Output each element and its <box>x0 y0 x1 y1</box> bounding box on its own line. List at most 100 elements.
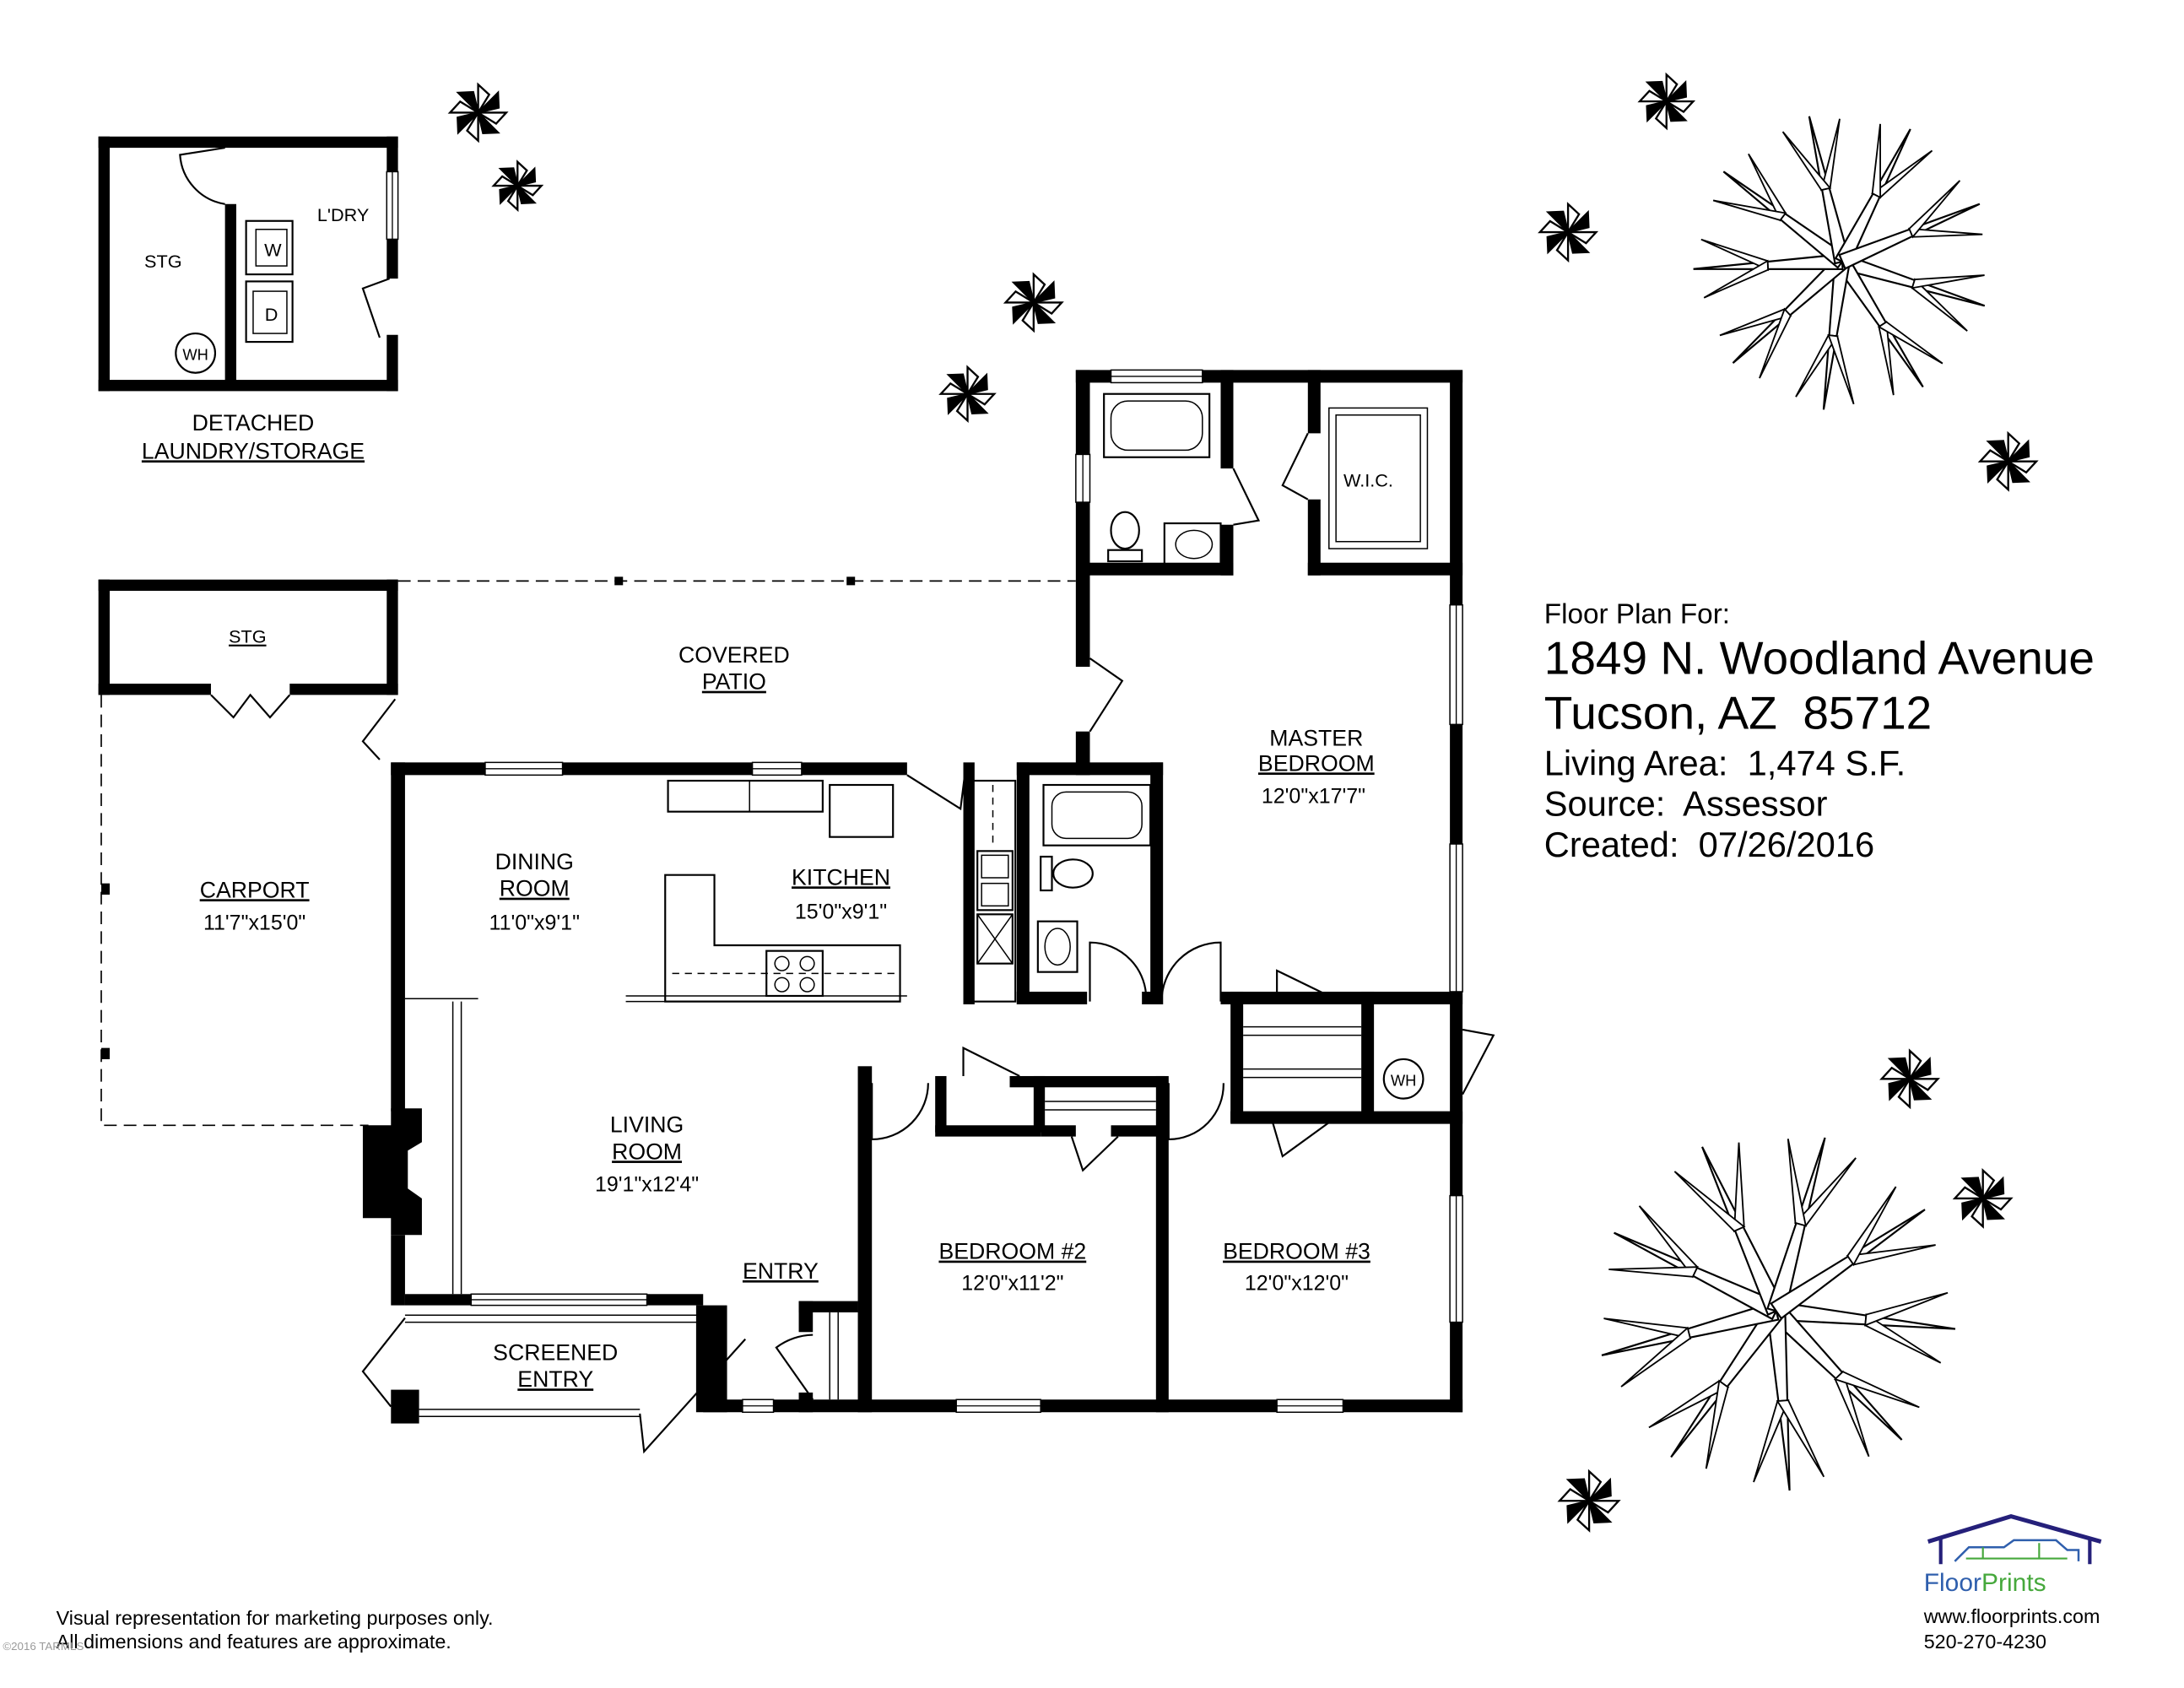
shrub-leaf <box>1557 1488 1593 1502</box>
sink-counter <box>969 779 1017 1003</box>
door-swing <box>361 698 397 760</box>
window <box>1276 1399 1344 1413</box>
sink-basin <box>981 882 1009 907</box>
tree-icon <box>1693 116 1986 410</box>
shrub-icon <box>1557 1469 1621 1533</box>
tree-twig <box>1787 1139 1807 1227</box>
wall <box>798 1301 858 1312</box>
shrub-leaf <box>2004 460 2039 474</box>
fireplace <box>362 1108 422 1236</box>
shrub-leaf <box>447 100 482 114</box>
info-heading: Floor Plan For: <box>1544 598 1730 630</box>
shrub-leaf <box>1538 219 1572 234</box>
address-line1: 1849 N. Woodland Avenue <box>1544 631 2095 684</box>
bathtub <box>1042 783 1152 847</box>
wall <box>963 762 975 1004</box>
shrub-leaf <box>1011 280 1035 306</box>
shrub-leaf <box>516 182 537 204</box>
windows <box>386 170 1463 1413</box>
bathtub-basin <box>1051 791 1143 840</box>
shrub-leaf <box>1960 1177 1985 1202</box>
door-swing <box>906 774 966 811</box>
tree-icon <box>1601 1137 1956 1491</box>
door-swing <box>1160 941 1222 1002</box>
shrub-leaf <box>947 392 971 415</box>
walk-in-closet-label: W.I.C. <box>1343 470 1393 491</box>
door-swing <box>639 1338 747 1454</box>
wall <box>1230 1111 1463 1124</box>
tree-twig <box>1608 1266 1699 1278</box>
detached-storage-label: STG <box>144 251 182 272</box>
tree-twig <box>1908 180 1961 239</box>
doors <box>179 147 1495 1454</box>
shrub-icon <box>1538 202 1599 263</box>
wall <box>1142 991 1164 1004</box>
tree-twig <box>1833 1371 1920 1409</box>
shrub-leaf <box>1979 1197 2014 1211</box>
logo-brand: FloorPrints <box>1924 1569 2046 1597</box>
window <box>484 761 564 776</box>
shrub-icon <box>938 365 997 424</box>
wall <box>1075 370 1090 668</box>
window <box>470 1293 648 1307</box>
window <box>955 1399 1041 1413</box>
shrub-center <box>1565 229 1572 236</box>
wall <box>1075 731 1090 776</box>
wall <box>695 1305 727 1413</box>
master-bedroom-label-line2: BEDROOM <box>1258 750 1375 776</box>
logo-brand-floor: Floor <box>1924 1569 1981 1597</box>
wall <box>1220 370 1234 469</box>
shrub-leaf <box>1961 1196 1987 1221</box>
dishwasher <box>976 913 1014 965</box>
shrub-leaf <box>1646 100 1670 123</box>
shrub-leaf <box>1565 1478 1592 1504</box>
bath-sink <box>1044 928 1071 966</box>
shrub-leaf <box>457 111 482 135</box>
window <box>1075 453 1091 503</box>
wall <box>935 1125 1041 1137</box>
door-swing <box>1276 969 1330 1002</box>
refrigerator <box>829 783 895 838</box>
window <box>742 1399 775 1413</box>
dryer-panel <box>252 290 288 334</box>
washer <box>245 219 294 276</box>
shrub-leaf <box>955 390 969 424</box>
shrub-leaf <box>1564 230 1599 245</box>
shrub-center <box>964 390 971 398</box>
shrub-icon <box>491 160 544 213</box>
covered-patio-label-line2: PATIO <box>702 669 766 695</box>
tree-twig <box>1776 1399 1825 1478</box>
shrub-leaf <box>1566 1499 1592 1524</box>
wall <box>1150 762 1164 1004</box>
shrub-leaf <box>1637 89 1670 103</box>
logo-floorplan-mark <box>1965 1543 2068 1560</box>
wall <box>224 203 236 387</box>
shrub-leaf <box>1021 299 1035 333</box>
wall <box>98 684 211 695</box>
shrub-leaf <box>1970 1194 1984 1229</box>
shrub-leaf <box>966 365 980 398</box>
tree-twig <box>1673 1171 1746 1232</box>
support-post <box>100 883 110 895</box>
shrub-leaf <box>1887 1057 1912 1083</box>
screened-entry-label-line2: ENTRY <box>517 1366 593 1392</box>
covered-patio-label-line1: COVERED <box>678 642 790 668</box>
dining-room-dimensions: 11'0"x9'1" <box>489 912 580 935</box>
shrub-icon <box>1879 1048 1941 1110</box>
property-info: Floor Plan For: 1849 N. Woodland Avenue … <box>1544 598 2095 864</box>
door-swing <box>1281 432 1309 500</box>
landscaping <box>447 72 2039 1533</box>
shrub-leaf <box>1664 98 1688 122</box>
shrub-leaf <box>1565 229 1591 254</box>
shrub-center <box>1030 299 1037 306</box>
shrub-leaf <box>514 184 544 197</box>
wic-shelf <box>1335 414 1421 543</box>
shrub-leaf <box>1031 299 1057 324</box>
detached-caption-line1: DETACHED <box>192 410 315 436</box>
shrub-leaf <box>1986 440 2010 465</box>
door-swing <box>1272 1122 1330 1158</box>
shrub-icon <box>1977 430 2039 492</box>
shrub-leaf <box>1879 1066 1914 1080</box>
wic-shelf <box>1328 407 1429 549</box>
shrub-icon <box>1637 72 1696 131</box>
